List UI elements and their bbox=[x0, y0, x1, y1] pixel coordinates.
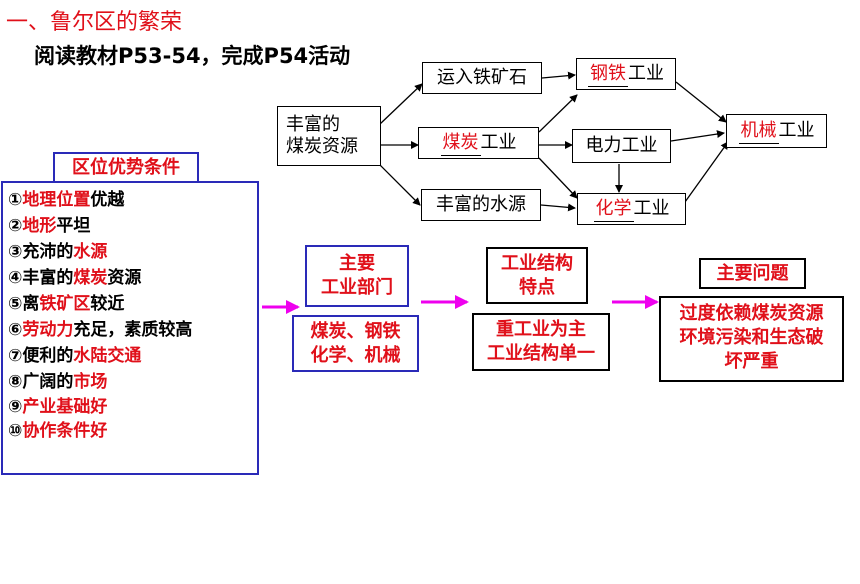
coal-resource-line-2: 煤炭资源 bbox=[286, 136, 358, 157]
power-industry-box: 电力工业 bbox=[572, 129, 671, 163]
advantage-item: ⑧广阔的市场 bbox=[8, 372, 108, 392]
advantage-item: ⑩协作条件好 bbox=[8, 421, 108, 441]
advantage-item: ②地形平坦 bbox=[8, 216, 91, 236]
arrow-power-to-machinery bbox=[670, 130, 725, 142]
iron-ore-box: 运入铁矿石 bbox=[422, 62, 542, 94]
advantage-item: ④丰富的煤炭资源 bbox=[8, 268, 142, 288]
chemical-industry-fill: 化学 bbox=[593, 197, 634, 222]
iron-ore-label: 运入铁矿石 bbox=[437, 67, 527, 88]
advantage-item: ⑦便利的水陆交通 bbox=[8, 346, 142, 366]
page-subtitle: 阅读教材P53-54，完成P54活动 bbox=[34, 44, 351, 68]
machinery-industry-suffix: 工业 bbox=[778, 120, 815, 141]
chemical-industry-suffix: 工业 bbox=[633, 198, 670, 219]
advantage-item: ⑥劳动力充足，素质较高 bbox=[8, 320, 193, 340]
arrow-resource-to-water bbox=[379, 164, 421, 206]
arrow-iron-to-steel bbox=[541, 71, 576, 80]
advantage-item: ⑤离铁矿区较近 bbox=[8, 294, 125, 314]
arrow-coal-to-chemical bbox=[538, 157, 578, 199]
page-title: 一、鲁尔区的繁荣 bbox=[6, 10, 183, 35]
arrow-steel-to-machinery bbox=[675, 81, 727, 123]
structure-header: 工业结构 特点 bbox=[486, 247, 588, 304]
steel-industry-suffix: 工业 bbox=[628, 63, 664, 84]
arrow-chemical-to-machinery bbox=[684, 141, 729, 203]
arrow-water-to-chemical bbox=[540, 203, 576, 212]
chemical-industry-box: 化学 工业 bbox=[577, 193, 686, 225]
problems-header: 主要问题 bbox=[699, 258, 806, 289]
water-label: 丰富的水源 bbox=[436, 194, 526, 215]
advantage-item: ①地理位置优越 bbox=[8, 190, 125, 210]
machinery-industry-fill: 机械 bbox=[738, 119, 779, 144]
advantage-item: ⑨产业基础好 bbox=[8, 397, 108, 417]
water-box: 丰富的水源 bbox=[421, 189, 541, 221]
power-industry-label: 电力工业 bbox=[585, 135, 658, 156]
sectors-header: 主要 工业部门 bbox=[305, 245, 409, 307]
coal-resource-line-1: 丰富的 bbox=[286, 114, 340, 135]
coal-industry-fill: 煤炭 bbox=[440, 131, 481, 156]
advantage-item: ③充沛的水源 bbox=[8, 242, 108, 262]
advantages-list: ①地理位置优越 ②地形平坦 ③充沛的水源 ④丰富的煤炭资源 ⑤离铁矿区较近 ⑥劳… bbox=[1, 181, 259, 475]
steel-industry-fill: 钢铁 bbox=[588, 62, 628, 87]
arrow-resource-to-iron bbox=[379, 83, 423, 125]
arrow-coal-to-steel bbox=[538, 94, 578, 133]
machinery-industry-box: 机械 工业 bbox=[726, 114, 827, 148]
steel-industry-box: 钢铁 工业 bbox=[576, 58, 676, 90]
problems-body: 过度依赖煤炭资源 环境污染和生态破 坏严重 bbox=[659, 296, 844, 382]
coal-industry-box: 煤炭 工业 bbox=[418, 127, 539, 159]
sectors-body: 煤炭、钢铁 化学、机械 bbox=[292, 315, 419, 372]
coal-industry-suffix: 工业 bbox=[480, 132, 517, 153]
advantages-header: 区位优势条件 bbox=[53, 152, 199, 183]
coal-resource-box: 丰富的 煤炭资源 bbox=[277, 106, 381, 166]
structure-body: 重工业为主 工业结构单一 bbox=[472, 313, 610, 371]
